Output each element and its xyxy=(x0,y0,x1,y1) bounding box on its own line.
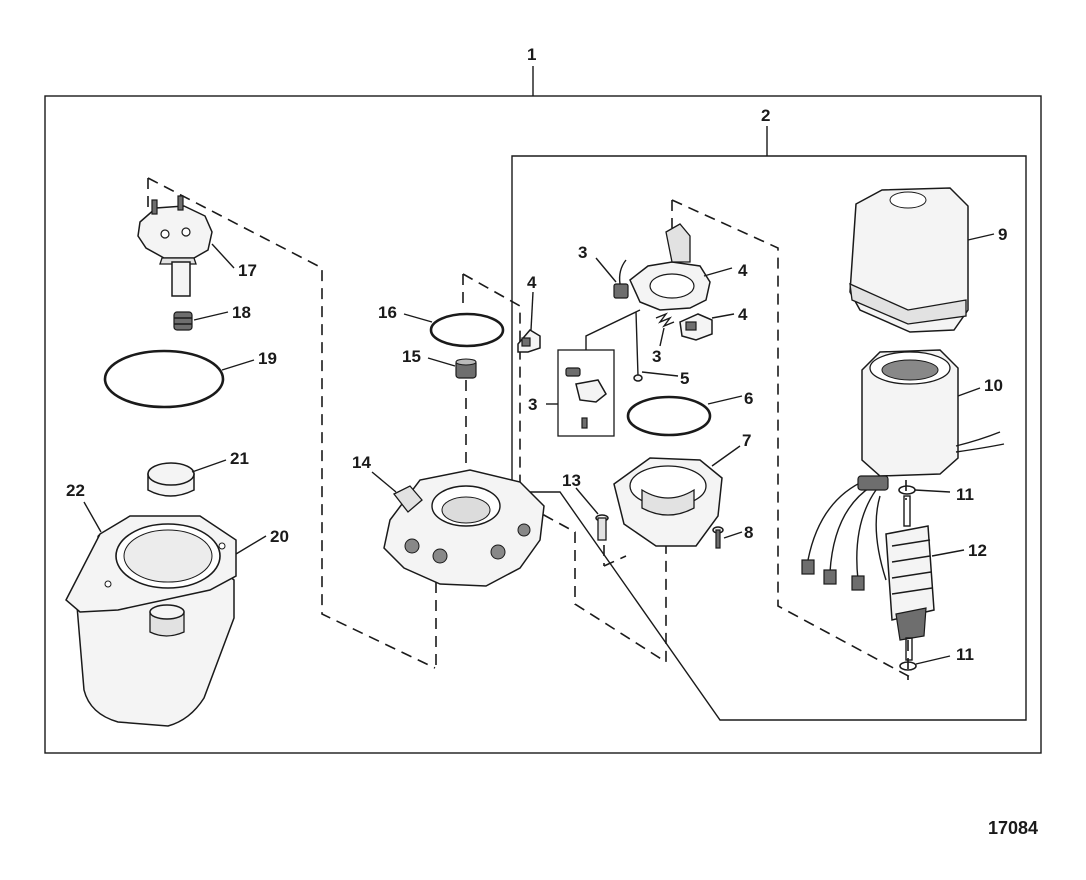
part-4-brush-plate xyxy=(629,223,711,311)
connector-kit xyxy=(585,309,641,350)
callout-line-5 xyxy=(641,371,679,377)
callout-3-top: 3 xyxy=(578,243,587,262)
callout-line-14 xyxy=(371,471,397,493)
part-16-o-ring xyxy=(429,312,505,348)
callout-12: 12 xyxy=(968,541,987,560)
guide-pump-body xyxy=(462,273,667,664)
callout-2: 2 xyxy=(761,106,770,125)
part-8-screw xyxy=(712,526,724,549)
figure-number: 17084 xyxy=(988,818,1038,838)
callout-11-top: 11 xyxy=(956,485,974,504)
guide-left-group xyxy=(147,177,436,669)
part-3-brush-top xyxy=(613,259,629,299)
callout-line-20 xyxy=(235,535,267,555)
callout-line-6 xyxy=(707,395,743,405)
callout-17: 17 xyxy=(238,261,257,280)
part-9-motor-cover xyxy=(849,187,969,333)
callout-line-18 xyxy=(193,311,229,321)
callout-line-21 xyxy=(191,459,227,473)
part-11-washer-top xyxy=(898,485,916,495)
callout-line-8 xyxy=(723,531,743,539)
callout-line-17 xyxy=(211,243,235,269)
part-11-washer-bottom xyxy=(899,661,917,671)
part-5-long-screw xyxy=(633,311,643,382)
callout-line-7 xyxy=(711,445,741,467)
part-14-pump-body xyxy=(383,469,545,587)
callout-6: 6 xyxy=(744,389,753,408)
callout-18: 18 xyxy=(232,303,251,322)
part-19-o-ring xyxy=(103,349,225,409)
part-10-stator xyxy=(861,349,1005,477)
callout-3-mid: 3 xyxy=(652,347,661,366)
callout-13: 13 xyxy=(562,471,581,490)
part-21-fill-cap xyxy=(147,462,195,497)
callout-line-19 xyxy=(221,359,255,371)
callout-21: 21 xyxy=(230,449,249,468)
assembly-frame-outer xyxy=(44,95,1042,754)
callout-10: 10 xyxy=(984,376,1003,395)
part-13-bolt xyxy=(595,514,609,541)
callout-3-kit: 3 xyxy=(528,395,537,414)
callout-9: 9 xyxy=(998,225,1007,244)
part-18-filter xyxy=(173,311,193,331)
callout-15: 15 xyxy=(402,347,421,366)
part-6-o-ring xyxy=(626,395,712,437)
callout-4-plate: 4 xyxy=(738,261,748,280)
part-15-cup xyxy=(455,358,477,379)
part-3-brush-kit-box xyxy=(557,349,615,437)
part-4-brush-clip-left xyxy=(517,329,541,353)
callout-14: 14 xyxy=(352,453,371,472)
part-3-spring xyxy=(655,312,675,328)
callout-line-4c xyxy=(711,313,735,319)
callout-line-10 xyxy=(957,387,981,397)
callout-1: 1 xyxy=(527,45,536,64)
part-17-pump-cover xyxy=(137,195,213,297)
callout-5: 5 xyxy=(680,369,689,388)
callout-line-12 xyxy=(931,549,965,557)
guide-screw-8b xyxy=(603,555,627,567)
callout-line-3c xyxy=(659,327,665,347)
callout-line-9 xyxy=(967,233,995,241)
callout-4-right: 4 xyxy=(738,305,748,324)
callout-11-bottom: 11 xyxy=(956,645,974,664)
callout-line-11b xyxy=(915,655,951,665)
callout-line-15 xyxy=(427,357,456,367)
callout-22: 22 xyxy=(66,481,85,500)
callout-line-13 xyxy=(575,487,599,515)
wiring-harness xyxy=(801,475,889,591)
callout-line-16 xyxy=(403,313,433,323)
part-4-brush-holder-right xyxy=(679,313,713,341)
part-12-armature xyxy=(885,495,935,661)
part-7-end-cap xyxy=(613,457,723,547)
callout-8: 8 xyxy=(744,523,753,542)
callout-line-22 xyxy=(83,501,102,533)
callout-line-4b xyxy=(703,267,733,277)
callout-4-left: 4 xyxy=(527,273,537,292)
callout-line-4a xyxy=(530,291,534,331)
callout-line-11a xyxy=(914,489,951,493)
callout-line-3b xyxy=(595,257,617,283)
callout-20: 20 xyxy=(270,527,289,546)
guide-motor-group xyxy=(671,199,913,679)
part-20-reservoir xyxy=(65,515,237,727)
callout-16: 16 xyxy=(378,303,397,322)
callout-7: 7 xyxy=(742,431,751,450)
callout-19: 19 xyxy=(258,349,277,368)
